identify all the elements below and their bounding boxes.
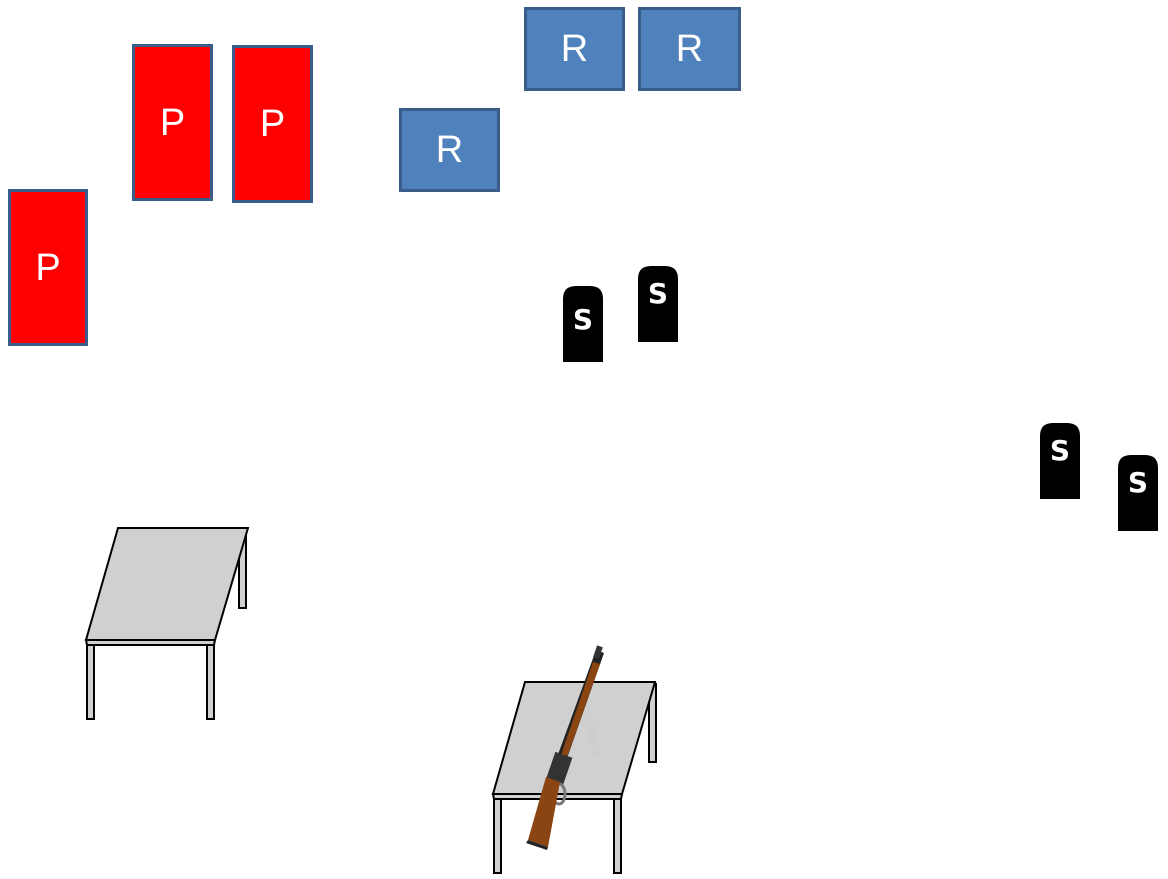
steel-plate-icon: S: [1115, 452, 1161, 532]
rect-target-1: R: [399, 108, 500, 192]
steel-label: S: [1128, 466, 1148, 499]
lever-action-rifle-icon: [520, 642, 610, 852]
rect-target-label: R: [676, 30, 703, 68]
rect-target-3: R: [638, 7, 741, 91]
popper-target-1: P: [8, 189, 88, 346]
steel-plate-icon: S: [635, 263, 681, 343]
popper-label: P: [160, 104, 185, 142]
steel-label: S: [1050, 434, 1070, 467]
popper-label: P: [260, 105, 285, 143]
rect-target-2: R: [524, 7, 625, 91]
steel-label: S: [573, 303, 593, 336]
rect-target-label: R: [436, 131, 463, 169]
steel-plate-icon: S: [560, 283, 606, 363]
empty-table: [82, 525, 252, 725]
steel-label: S: [648, 277, 668, 310]
popper-label: P: [35, 249, 60, 287]
rect-target-label: R: [561, 30, 588, 68]
popper-target-3: P: [232, 45, 313, 203]
popper-target-2: P: [132, 44, 213, 201]
steel-plate-icon: S: [1037, 420, 1083, 500]
